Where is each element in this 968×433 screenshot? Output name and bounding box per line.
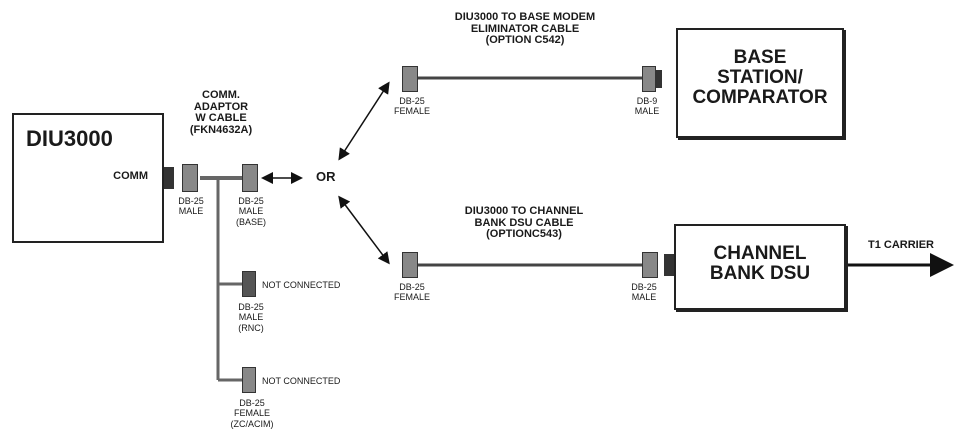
channel-bank-box: CHANNEL BANK DSU — [674, 224, 846, 310]
or-label: OR — [316, 169, 336, 184]
rnc-connector-label: DB-25 MALE (RNC) — [238, 302, 264, 333]
modem-right-connector-label: DB-9 MALE — [634, 96, 660, 117]
diu-side-connector-label: DB-25 MALE — [178, 196, 204, 217]
base-side-connector — [242, 164, 258, 192]
base-station-label: BASE STATION/ COMPARATOR — [692, 47, 828, 108]
diu-side-connector — [182, 164, 198, 192]
t1-carrier-label: T1 CARRIER — [868, 239, 935, 251]
zc-connector-label: DB-25 FEMALE (ZC/ACIM) — [230, 398, 274, 429]
rnc-not-connected-label: NOT CONNECTED — [262, 280, 341, 290]
rnc-connector — [242, 271, 256, 297]
modem-right-connector — [642, 66, 656, 92]
base-station-box: BASE STATION/ COMPARATOR — [676, 28, 844, 138]
zc-connector — [242, 367, 256, 393]
diu3000-box: DIU3000 COMM — [12, 113, 164, 243]
down-arrow — [338, 195, 390, 265]
modem-right-plug — [656, 70, 662, 88]
diu3000-title: DIU3000 — [26, 126, 113, 151]
modem-left-connector — [402, 66, 418, 92]
diu-comm-port — [164, 167, 174, 189]
dsu-left-connector-label: DB-25 FEMALE — [394, 282, 431, 303]
modem-left-connector-label: DB-25 FEMALE — [394, 96, 431, 117]
dsu-left-connector — [402, 252, 418, 278]
base-side-connector-label: DB-25 MALE (BASE) — [236, 196, 267, 227]
modem-cable-label: DIU3000 TO BASE MODEM ELIMINATOR CABLE (… — [454, 11, 596, 47]
dsu-port — [664, 254, 674, 276]
dsu-right-connector — [642, 252, 658, 278]
diu3000-comm-port-label: COMM — [113, 170, 148, 182]
adaptor-label: COMM. ADAPTOR W CABLE (FKN4632A) — [189, 89, 253, 136]
zc-not-connected-label: NOT CONNECTED — [262, 376, 341, 386]
up-arrow — [338, 81, 390, 161]
dsu-right-connector-label: DB-25 MALE — [631, 282, 657, 303]
dsu-cable-label: DIU3000 TO CHANNEL BANK DSU CABLE (OPTIO… — [464, 205, 584, 241]
channel-bank-label: CHANNEL BANK DSU — [709, 243, 811, 284]
